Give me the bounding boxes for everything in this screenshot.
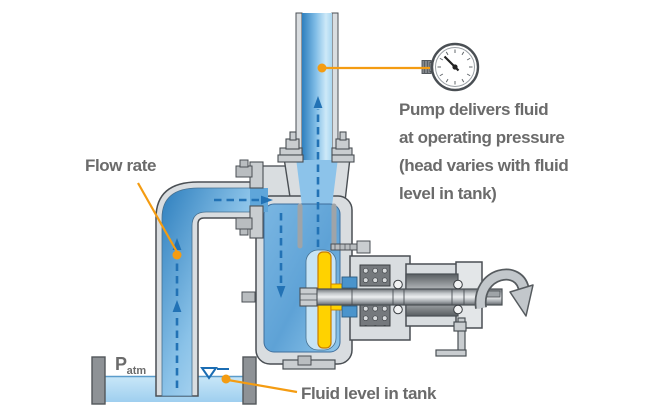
packing-block-top (359, 264, 391, 287)
water-level-icon (200, 367, 229, 380)
discharge-pipe (277, 12, 355, 163)
discharge-wall-right (331, 12, 339, 161)
impeller-nut (299, 287, 318, 307)
p-atm-subscript: atm (126, 365, 147, 377)
gauge-callout-dot (317, 63, 327, 73)
pump-note-line-3: (head varies with fluid (399, 156, 569, 175)
pump-note-line-2: at operating pressure (399, 128, 565, 147)
gauge-ticks (437, 49, 473, 85)
tank-wall-right (242, 356, 257, 405)
suction-pipe (155, 181, 253, 397)
pump-note-line-4: level in tank) (399, 184, 497, 203)
tank-wall-left (91, 356, 106, 405)
bearing-housing (299, 240, 503, 357)
flow-rate-label: Flow rate (85, 156, 157, 175)
gland-stud-bolt (330, 240, 371, 254)
pump-shaft (315, 288, 503, 306)
discharge-fluid (302, 13, 332, 160)
fluid-level-callout-dot (221, 374, 231, 384)
seal-top (341, 276, 358, 289)
gauge-needle-hub (452, 64, 458, 70)
ball-bearings (393, 279, 463, 315)
impeller-nut-facets (300, 293, 317, 301)
discharge-flange (277, 131, 355, 163)
gauge-face-ring (435, 47, 475, 87)
pump-note-label: Pump delivers fluid at operating pressur… (399, 96, 569, 208)
shaft-segments (351, 289, 481, 305)
callout-lines (137, 66, 430, 394)
support-foot (435, 317, 467, 357)
pump-note-line-1: Pump delivers fluid (399, 100, 549, 119)
shaft-keyway (486, 290, 501, 298)
flow-rate-callout-line (137, 182, 178, 253)
rotation-arrow-icon (474, 268, 534, 317)
pressure-gauge-icon (421, 42, 480, 92)
discharge-wall-left (295, 12, 303, 161)
casing-partition (297, 203, 337, 249)
packing-block-bottom (359, 304, 391, 327)
flow-arrowheads (172, 96, 323, 312)
fluid-level-callout-line (227, 378, 298, 394)
flow-rate-callout-dot (172, 250, 182, 260)
p-atm-label: Patm (115, 354, 146, 377)
callout-dots (172, 63, 327, 384)
seal-bottom (341, 305, 358, 318)
inlet-flange-bolts (235, 159, 312, 366)
p-atm-base: P (115, 354, 127, 374)
fluid-level-label: Fluid level in tank (301, 384, 437, 403)
